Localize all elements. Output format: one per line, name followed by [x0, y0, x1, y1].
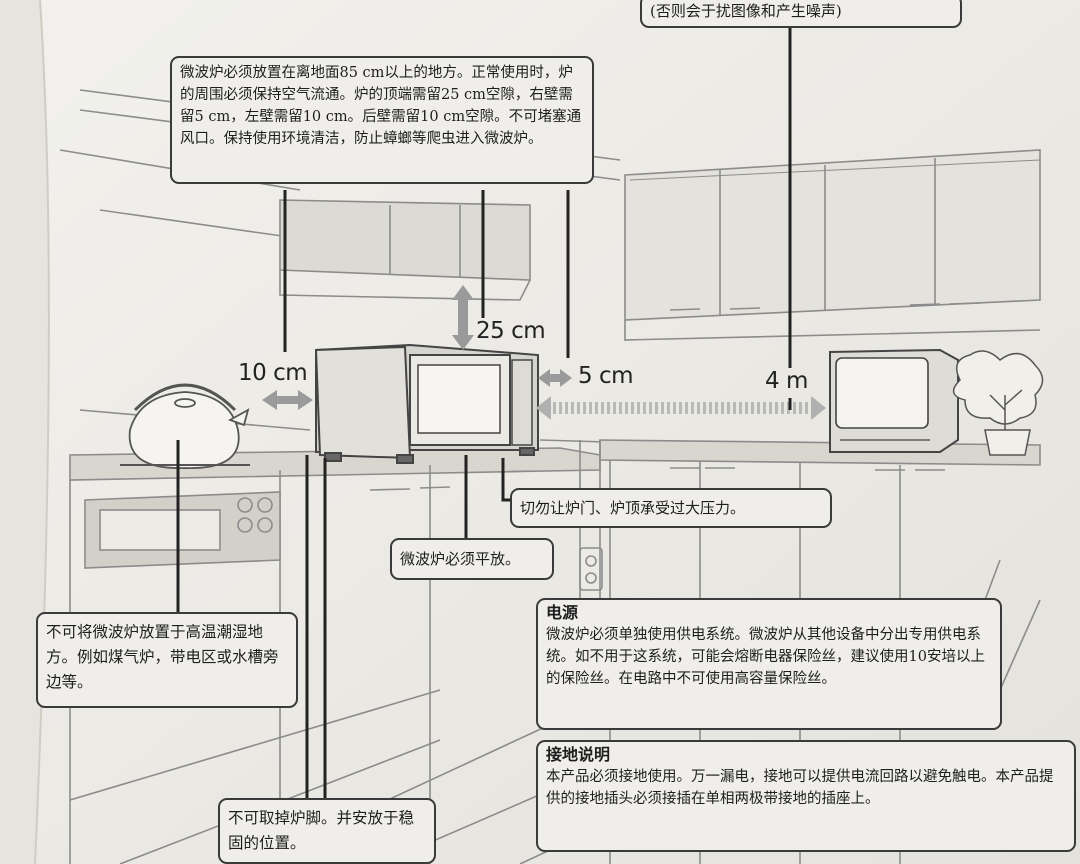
no-humid-text: 不可将微波炉放置于高温潮湿地方。例如煤气炉，带电区或水槽旁边等。: [46, 623, 279, 691]
feet-callout: 不可取掉炉脚。并安放于稳固的位置。: [218, 798, 436, 864]
top-clearance-label: 25 cm: [476, 318, 546, 344]
power-title: 电源: [546, 603, 579, 622]
placement-note-callout: 微波炉必须放置在离地面85 cm以上的地方。正常使用时，炉的周围必须保持空气流通…: [170, 56, 594, 184]
placement-note-text: 微波炉必须放置在离地面85 cm以上的地方。正常使用时，炉的周围必须保持空气流通…: [180, 65, 582, 147]
left-clearance-label: 10 cm: [238, 360, 308, 386]
top-note-text: (否则会于扰图像和产生噪声): [650, 2, 842, 20]
tv-distance-label: 4 m: [765, 368, 808, 394]
grounding-callout: 接地说明 本产品必须接地使用。万一漏电，接地可以提供电流回路以避免触电。本产品提…: [536, 740, 1076, 852]
no-pressure-text: 切勿让炉门、炉顶承受过大压力。: [520, 499, 746, 517]
grounding-body: 本产品必须接地使用。万一漏电，接地可以提供电流回路以避免触电。本产品提供的接地插…: [546, 769, 1054, 807]
level-text: 微波炉必须平放。: [400, 550, 521, 568]
grounding-title: 接地说明: [546, 745, 611, 764]
no-humid-callout: 不可将微波炉放置于高温潮湿地方。例如煤气炉，带电区或水槽旁边等。: [36, 612, 298, 708]
no-pressure-callout: 切勿让炉门、炉顶承受过大压力。: [510, 488, 832, 528]
feet-text: 不可取掉炉脚。并安放于稳固的位置。: [228, 809, 415, 852]
top-note-callout: (否则会于扰图像和产生噪声): [640, 0, 962, 28]
level-callout: 微波炉必须平放。: [390, 538, 554, 580]
power-callout: 电源 微波炉必须单独使用供电系统。微波炉从其他设备中分出专用供电系统。如不用于这…: [536, 598, 1002, 730]
right-clearance-label: 5 cm: [578, 363, 634, 389]
power-body: 微波炉必须单独使用供电系统。微波炉从其他设备中分出专用供电系统。如不用于这系统，…: [546, 627, 985, 687]
